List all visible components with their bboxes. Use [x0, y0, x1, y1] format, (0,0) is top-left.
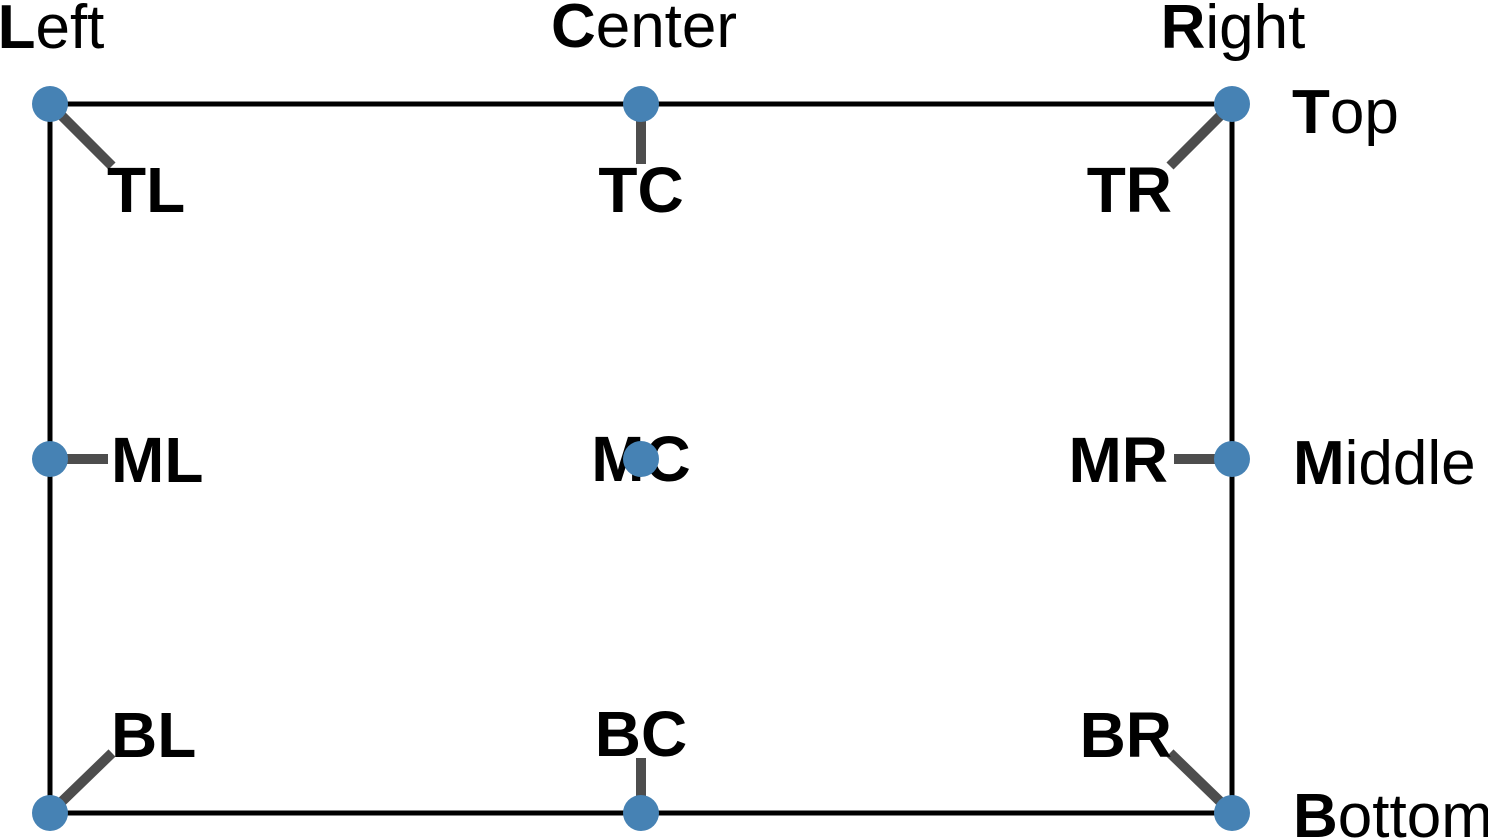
anchor-label-br: BR — [1080, 699, 1172, 771]
anchor-label-mr: MR — [1068, 424, 1168, 496]
edge-label-top-initial: T — [1292, 78, 1330, 147]
anchor-point-bl — [32, 795, 68, 831]
anchor-points — [32, 86, 1250, 831]
anchor-label-ml: ML — [111, 424, 203, 496]
edge-label-bottom: Bottom — [1293, 782, 1488, 839]
edge-label-right-rest: ight — [1205, 0, 1305, 62]
edge-label-middle-initial: M — [1293, 429, 1345, 498]
edge-label-left-initial: L — [0, 0, 35, 62]
anchor-point-tc — [623, 86, 659, 122]
edge-label-right-initial: R — [1161, 0, 1206, 62]
edge-label-middle-rest: iddle — [1345, 429, 1476, 498]
edge-label-center: Center — [551, 0, 737, 61]
edge-label-bottom-initial: B — [1293, 782, 1338, 839]
edge-label-bottom-rest: ottom — [1338, 782, 1488, 839]
edge-label-right: Right — [1161, 0, 1306, 62]
edge-label-center-rest: enter — [596, 0, 737, 61]
anchor-point-mr — [1214, 441, 1250, 477]
anchor-point-tr — [1214, 86, 1250, 122]
anchor-label-bl: BL — [111, 699, 196, 771]
anchor-label-bc: BC — [595, 698, 687, 770]
edge-label-top-rest: op — [1330, 78, 1399, 147]
anchor-point-br — [1214, 795, 1250, 831]
anchor-label-tr: TR — [1087, 154, 1172, 226]
edge-label-center-initial: C — [551, 0, 596, 61]
edge-label-left-rest: eft — [35, 0, 104, 62]
edge-label-top: Top — [1292, 78, 1399, 147]
anchor-label-tl: TL — [107, 154, 185, 226]
anchor-label-tc: TC — [598, 154, 683, 226]
anchor-point-mc — [623, 441, 659, 477]
anchor-point-tl — [32, 86, 68, 122]
edge-label-middle: Middle — [1293, 429, 1476, 498]
anchor-point-ml — [32, 441, 68, 477]
edge-label-left: Left — [0, 0, 104, 62]
anchor-point-bc — [623, 795, 659, 831]
